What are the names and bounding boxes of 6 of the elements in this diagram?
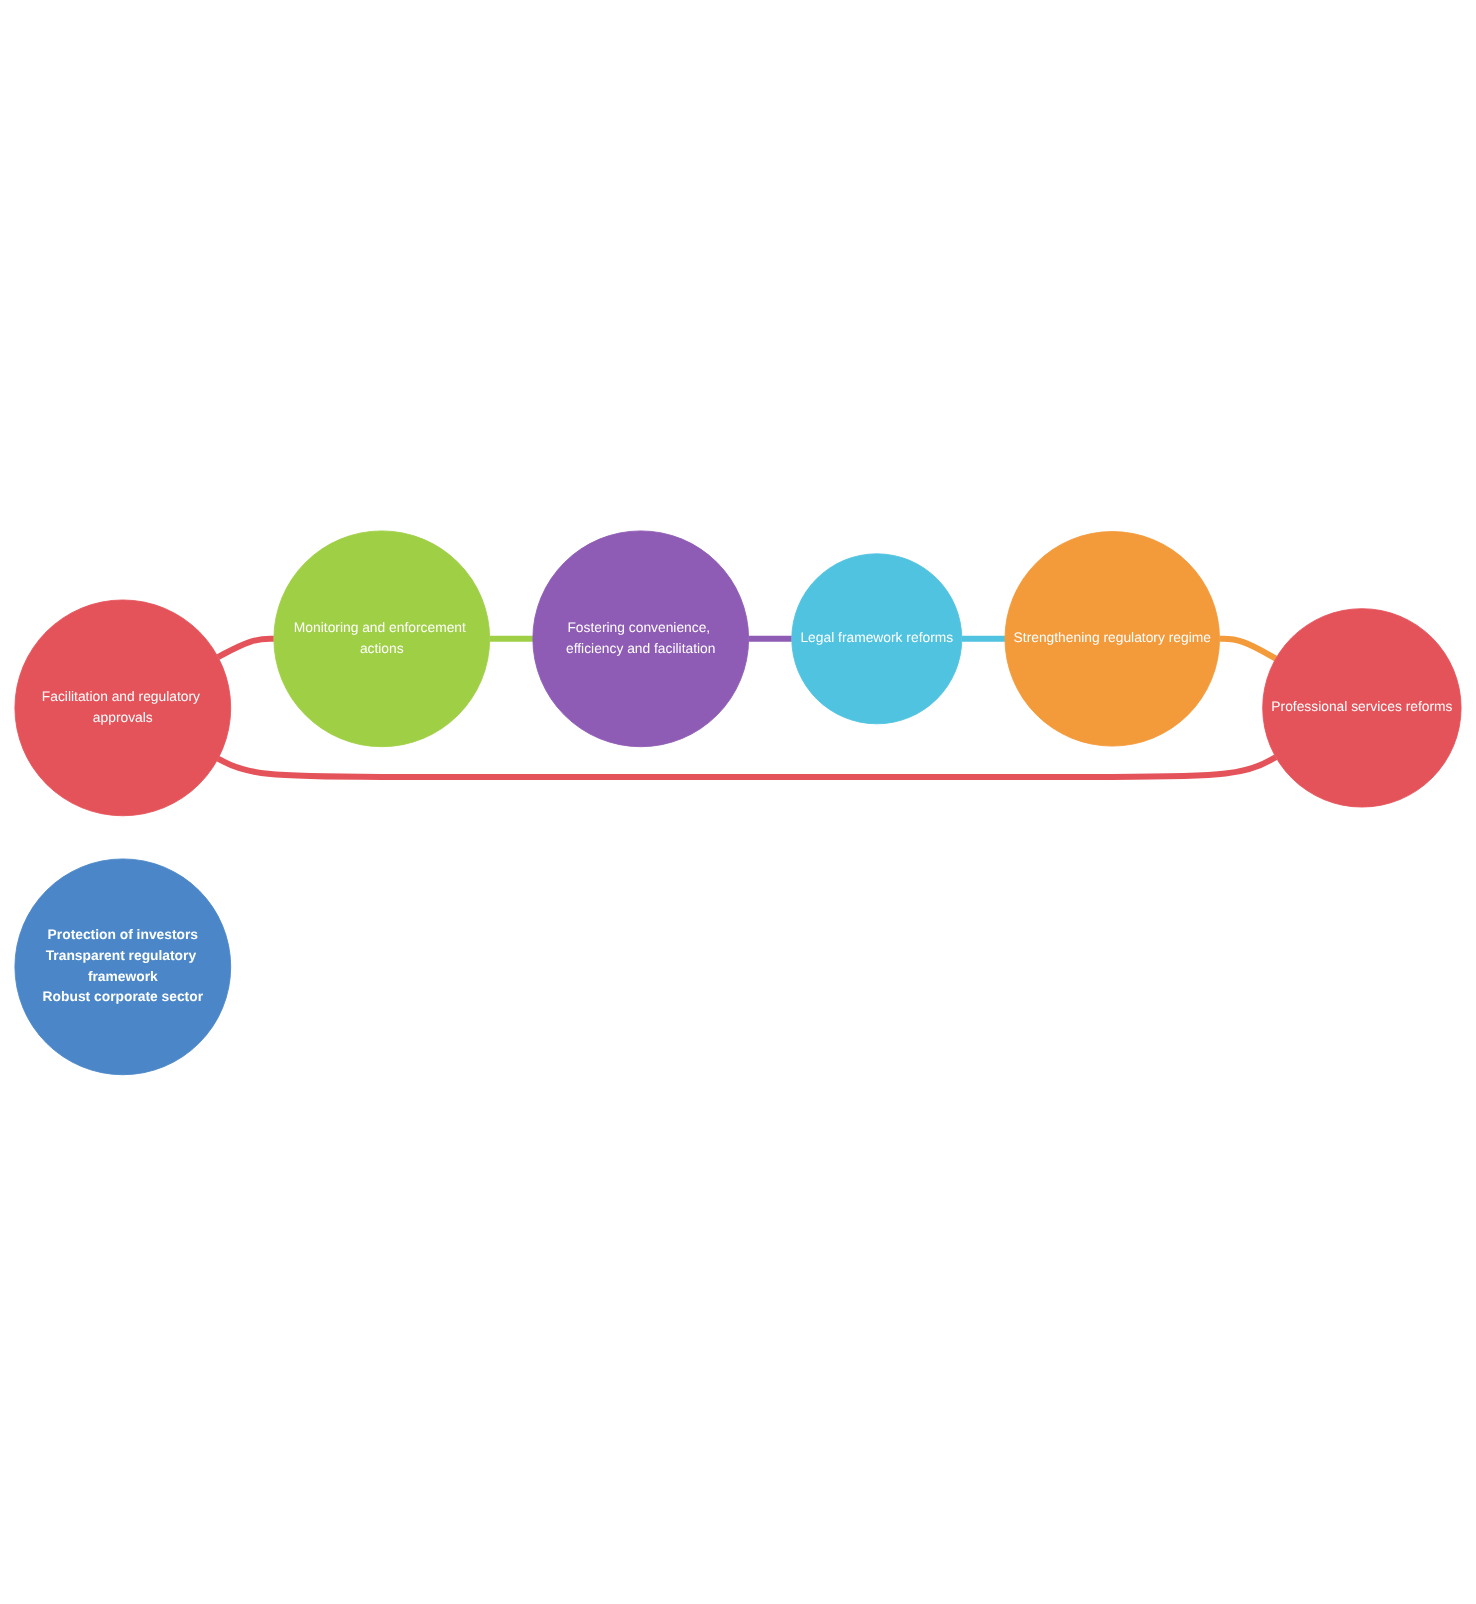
connector bbox=[748, 634, 792, 641]
connector bbox=[216, 634, 274, 659]
connector bbox=[1219, 634, 1278, 661]
connector bbox=[489, 634, 533, 641]
connector bbox=[961, 634, 1005, 641]
connector bbox=[216, 753, 1278, 780]
